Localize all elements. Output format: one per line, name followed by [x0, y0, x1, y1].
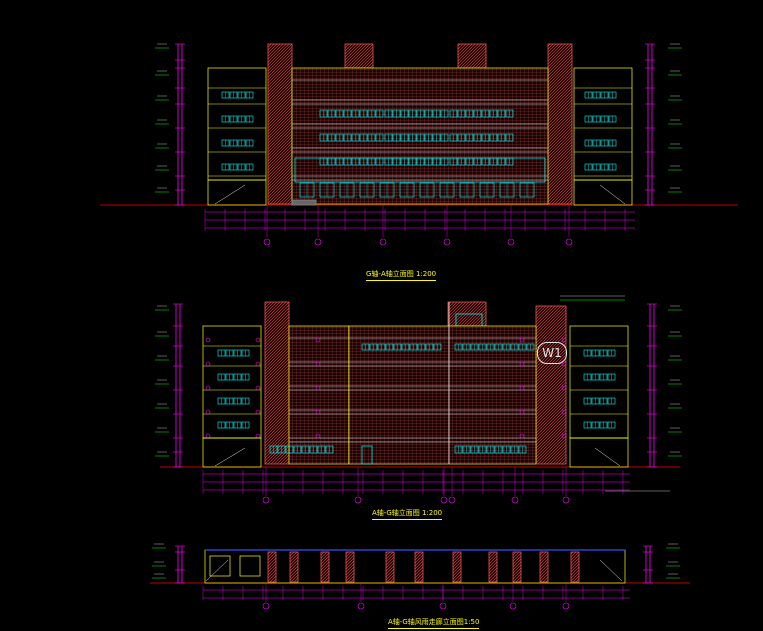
- ramp: [214, 184, 246, 205]
- column-mark: [561, 337, 567, 343]
- axis-bubble: [562, 602, 570, 610]
- ramp: [214, 447, 246, 467]
- wing-right: [573, 67, 633, 181]
- axis-bubble: [511, 496, 519, 504]
- axis-bubble: [379, 238, 387, 246]
- view-title-g-a: G轴-A轴立面图 1:200: [366, 269, 437, 281]
- view-title-a-g-text: A轴-G轴立面图 1:200: [372, 509, 443, 517]
- wing-left: [202, 325, 262, 439]
- column-mark: [205, 385, 211, 391]
- door: [361, 445, 373, 465]
- axis-bubble: [448, 496, 456, 504]
- axis-bubble: [440, 496, 448, 504]
- wing-base-left: [202, 437, 262, 468]
- corridor-column: [452, 551, 462, 583]
- axis-bubble: [443, 238, 451, 246]
- corridor-column: [320, 551, 330, 583]
- column-mark: [205, 337, 211, 343]
- column-mark: [315, 433, 321, 439]
- column-mark: [255, 337, 261, 343]
- ramp: [599, 559, 623, 582]
- view-title-a-g: A轴-G轴立面图 1:200: [372, 508, 443, 520]
- axis-bubble: [562, 496, 570, 504]
- corridor-column: [512, 551, 522, 583]
- entry-canopy: [291, 199, 317, 206]
- column-mark: [255, 385, 261, 391]
- main-body-left: [288, 325, 350, 465]
- column-mark: [255, 409, 261, 415]
- column-mark: [519, 361, 525, 367]
- corridor-column: [345, 551, 355, 583]
- roof-structure-right: [457, 43, 487, 69]
- column-mark: [205, 361, 211, 367]
- corridor-panel: [239, 555, 261, 577]
- roof-structure-left: [344, 43, 374, 69]
- corridor-column: [267, 551, 277, 583]
- column-mark: [205, 409, 211, 415]
- column-mark: [255, 433, 261, 439]
- column-mark: [255, 361, 261, 367]
- corridor-panel: [209, 555, 231, 577]
- column-mark: [519, 433, 525, 439]
- ramp: [594, 447, 621, 467]
- wing-left: [207, 67, 267, 181]
- view-title-g-a-text: G轴-A轴立面图 1:200: [366, 270, 437, 278]
- main-body: [291, 67, 549, 205]
- column-mark: [561, 385, 567, 391]
- axis-bubble: [262, 496, 270, 504]
- main-body: [348, 325, 537, 465]
- corridor-column: [385, 551, 395, 583]
- view-title-a-g-ground: A轴-G轴风雨走廊立面图1:50: [388, 617, 480, 629]
- axis-bubble: [263, 238, 271, 246]
- column-mark: [315, 409, 321, 415]
- wing-right: [569, 325, 629, 439]
- corridor-column: [414, 551, 424, 583]
- stair-tower-right: [535, 305, 567, 465]
- column-mark: [561, 409, 567, 415]
- column-mark: [519, 385, 525, 391]
- corridor-column: [570, 551, 580, 583]
- callout-w1: W1: [537, 342, 567, 364]
- axis-bubble: [314, 238, 322, 246]
- column-mark: [315, 385, 321, 391]
- stair-tower-left: [264, 301, 290, 465]
- column-mark: [561, 361, 567, 367]
- view-title-a-g-ground-text: A轴-G轴风雨走廊立面图1:50: [388, 618, 480, 626]
- wing-base-right: [573, 179, 633, 206]
- column-mark: [205, 433, 211, 439]
- stair-tower-right: [547, 43, 573, 205]
- column-mark: [315, 361, 321, 367]
- wing-base-right: [569, 437, 629, 468]
- axis-bubble: [354, 496, 362, 504]
- axis-bubble: [565, 238, 573, 246]
- wing-base-left: [207, 179, 267, 206]
- axis-bubble: [262, 602, 270, 610]
- ramp: [205, 559, 229, 582]
- corridor-column: [539, 551, 549, 583]
- stair-tower-left: [267, 43, 293, 205]
- ramp: [599, 184, 626, 205]
- column-mark: [561, 433, 567, 439]
- column-mark: [519, 409, 525, 415]
- axis-bubble: [439, 602, 447, 610]
- corridor-column: [289, 551, 299, 583]
- corridor-column: [488, 551, 498, 583]
- axis-bubble: [357, 602, 365, 610]
- column-mark: [315, 337, 321, 343]
- curtain-wall: [294, 157, 546, 183]
- column-mark: [519, 337, 525, 343]
- axis-bubble: [509, 602, 517, 610]
- axis-bubble: [507, 238, 515, 246]
